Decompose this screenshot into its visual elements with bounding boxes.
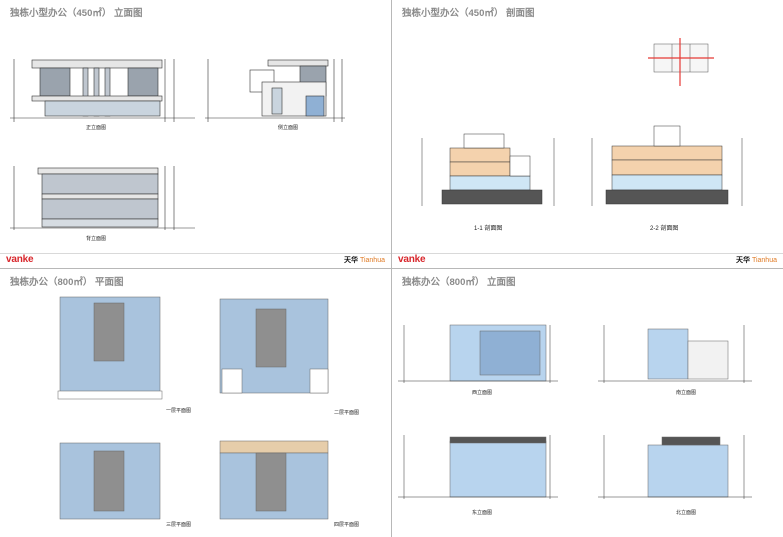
caption-north-elevation: 北立面图 bbox=[676, 510, 697, 516]
section-2-2 bbox=[591, 125, 743, 206]
plan-second-floor bbox=[219, 298, 329, 394]
tianhua-cn: 天华 bbox=[344, 257, 358, 264]
tianhua-en: Tianhua bbox=[751, 257, 777, 264]
front-elevation bbox=[10, 59, 195, 122]
west-elevation bbox=[398, 324, 558, 383]
office-elevation-drawings bbox=[398, 324, 752, 499]
slide-office-elevations: 独栋办公（800㎡） 立面图 bbox=[392, 269, 783, 537]
section-drawings bbox=[421, 38, 743, 206]
caption-section-1-1: 1-1 剖面图 bbox=[474, 226, 503, 232]
caption-back-elevation: 背立面图 bbox=[86, 236, 107, 242]
plan-first-floor bbox=[57, 296, 163, 400]
caption-plan-1: 一层平面图 bbox=[166, 408, 192, 414]
plan-drawings bbox=[57, 296, 329, 520]
caption-front-elevation: 正立面图 bbox=[86, 125, 107, 131]
side-elevation bbox=[205, 59, 345, 122]
north-elevation bbox=[598, 435, 752, 499]
plan-third-floor bbox=[59, 442, 161, 520]
tianhua-logo: 天华 Tianhua bbox=[344, 255, 385, 265]
plan-fourth-floor bbox=[219, 440, 329, 520]
caption-east-elevation: 东立面图 bbox=[472, 510, 493, 516]
tianhua-en: Tianhua bbox=[359, 257, 385, 264]
slide-title: 独栋办公（800㎡） 立面图 bbox=[402, 277, 516, 288]
caption-plan-3: 三层平面图 bbox=[166, 522, 192, 528]
east-elevation bbox=[398, 435, 558, 499]
caption-south-elevation: 南立面图 bbox=[676, 390, 697, 396]
south-elevation bbox=[598, 325, 752, 383]
footer-divider bbox=[0, 253, 391, 254]
caption-plan-2: 二层平面图 bbox=[334, 410, 360, 416]
tianhua-cn: 天华 bbox=[736, 257, 750, 264]
caption-plan-4: 四层平面图 bbox=[334, 522, 360, 528]
key-plan bbox=[648, 38, 714, 86]
caption-west-elevation: 西立面图 bbox=[472, 390, 493, 396]
vanke-logo: vanke bbox=[398, 254, 426, 265]
slide-small-office-elevations: 独栋小型办公（450㎡） 立面图 bbox=[0, 0, 391, 268]
elevation-drawings bbox=[10, 59, 345, 230]
section-1-1 bbox=[421, 133, 555, 206]
tianhua-logo: 天华 Tianhua bbox=[736, 255, 777, 265]
slide-office-plans: 独栋办公（800㎡） 平面图 一层平面图 二层平面图 三层平面图 四层平面图 bbox=[0, 269, 391, 537]
slide-title: 独栋办公（800㎡） 平面图 bbox=[10, 277, 124, 288]
slide-title: 独栋小型办公（450㎡） 立面图 bbox=[10, 8, 143, 19]
caption-side-elevation: 侧立面图 bbox=[278, 125, 299, 131]
caption-section-2-2: 2-2 剖面图 bbox=[650, 226, 679, 232]
back-elevation bbox=[10, 166, 195, 230]
vanke-logo: vanke bbox=[6, 254, 34, 265]
slide-small-office-sections: 独栋小型办公（450㎡） 剖面图 bbox=[392, 0, 783, 268]
footer-divider bbox=[392, 253, 783, 254]
slide-title: 独栋小型办公（450㎡） 剖面图 bbox=[402, 8, 535, 19]
